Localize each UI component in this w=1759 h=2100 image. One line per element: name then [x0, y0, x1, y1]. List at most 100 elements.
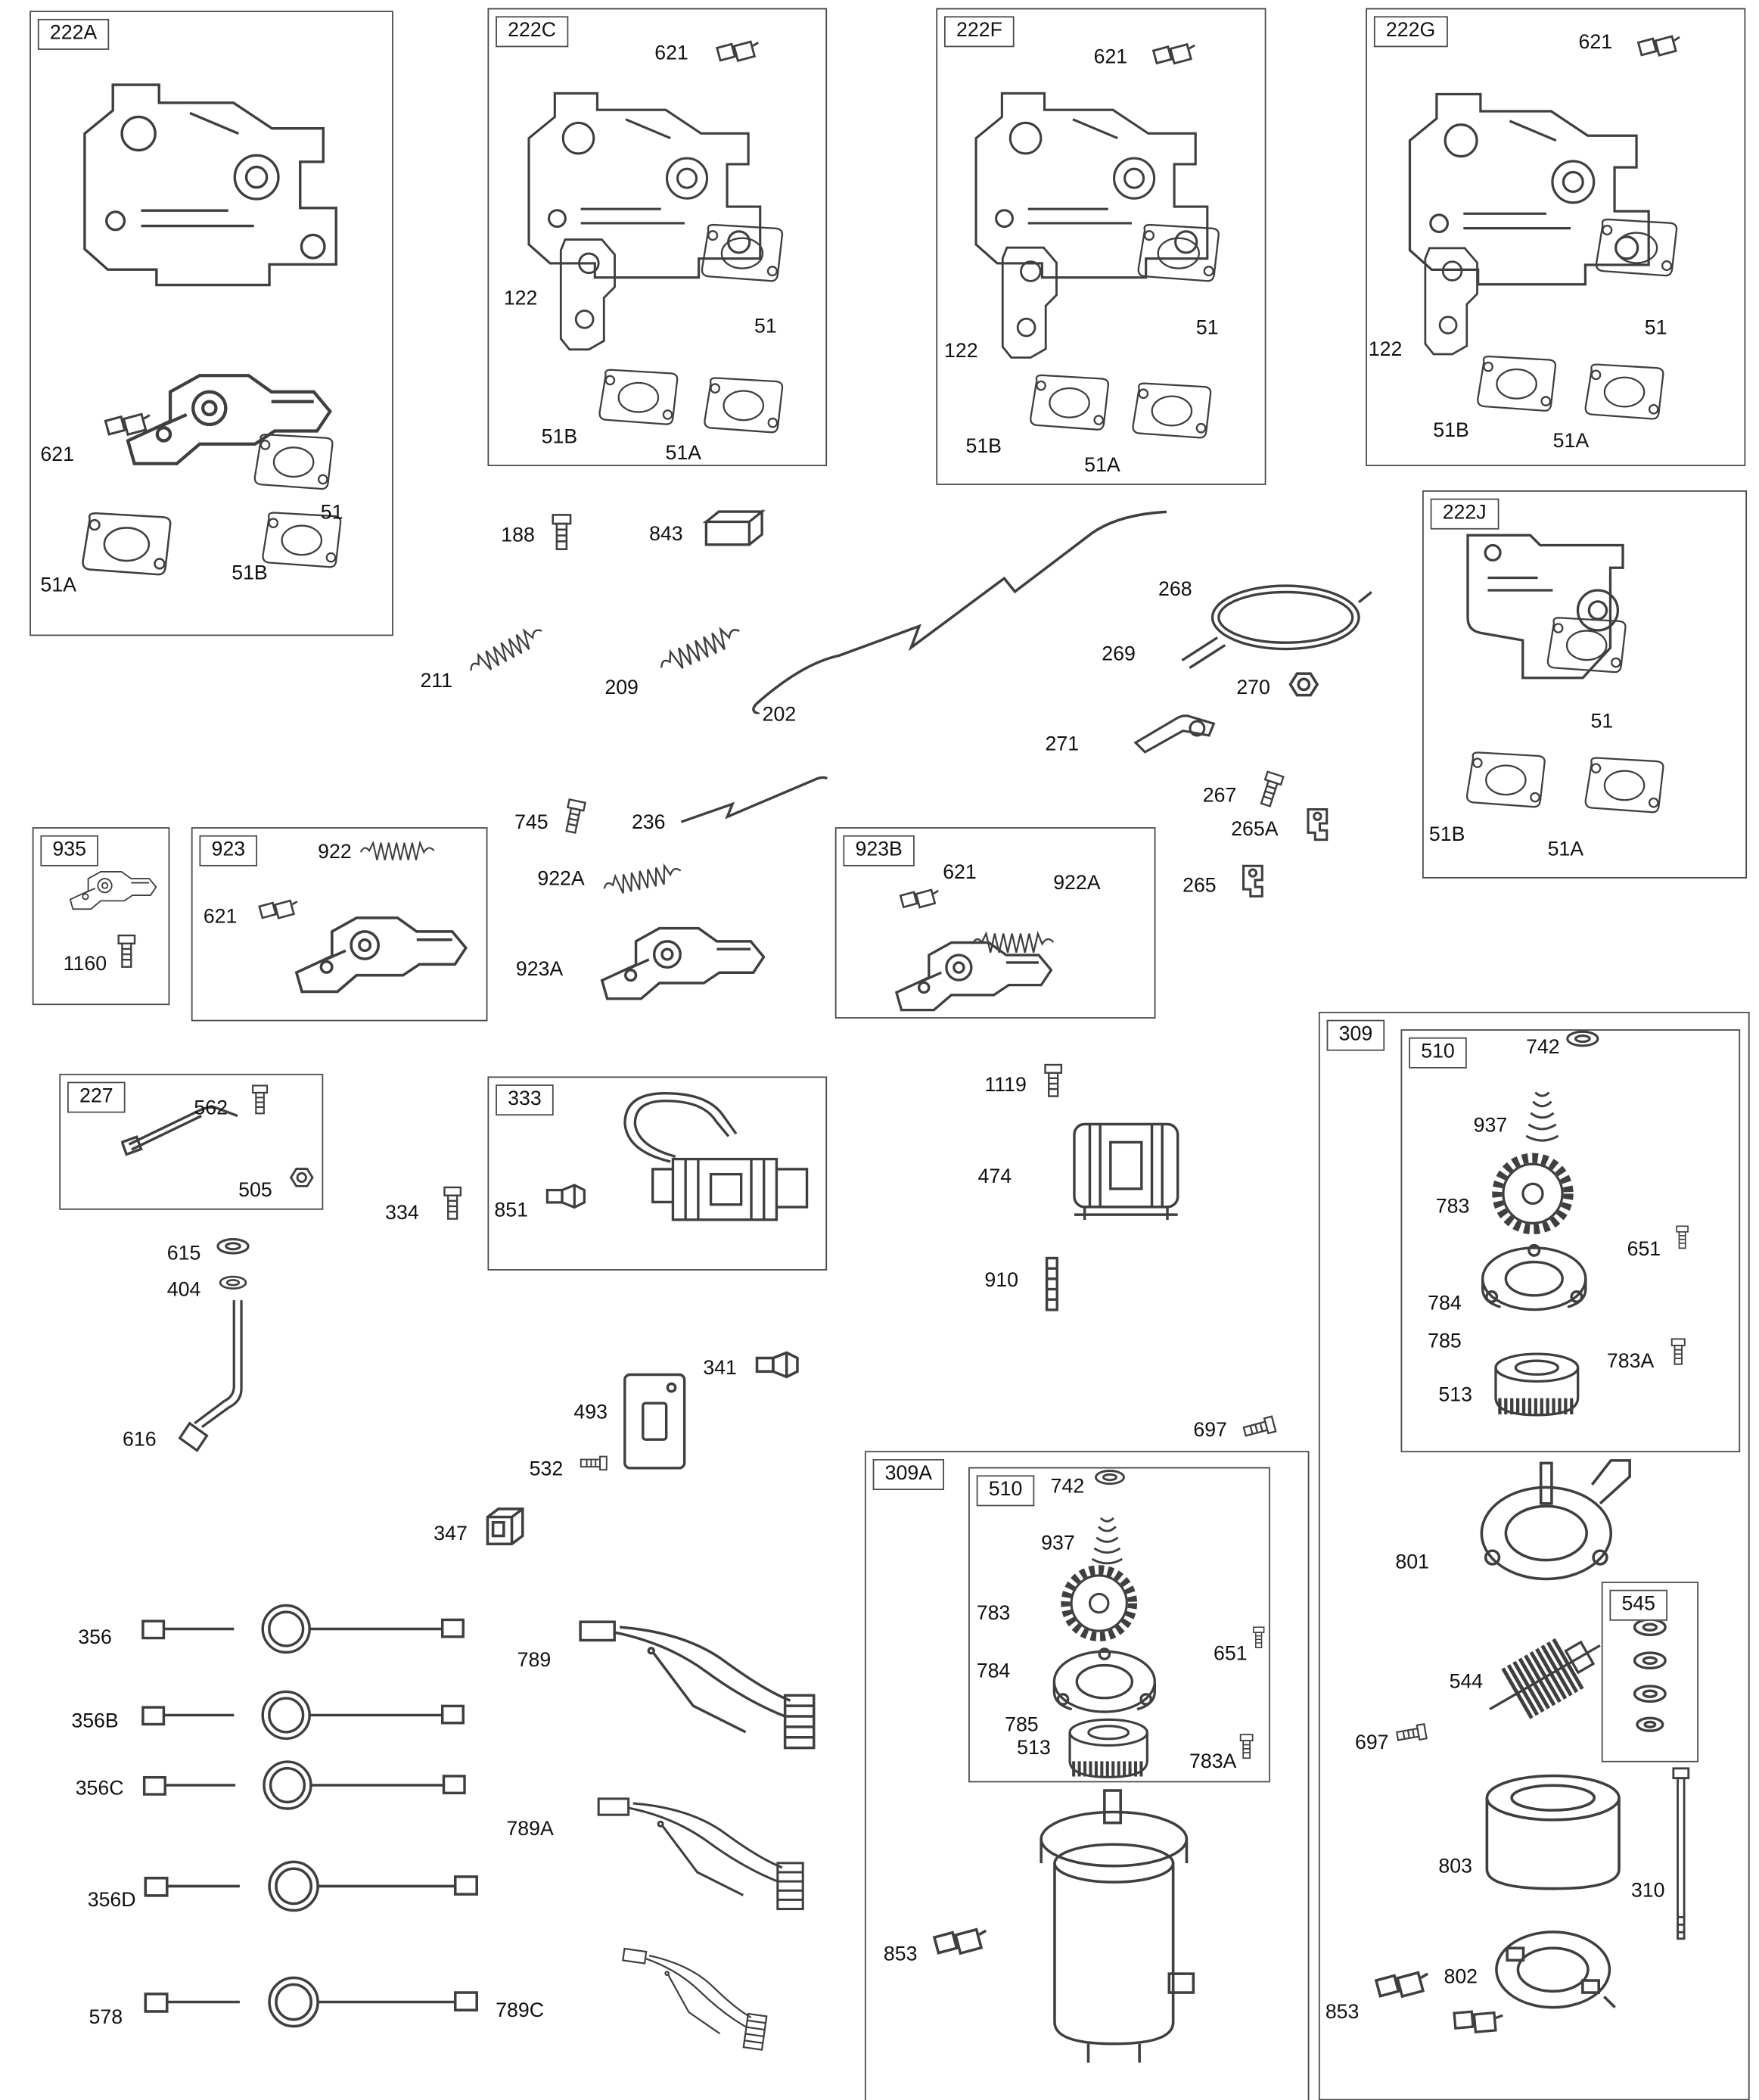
spring-211-icon — [460, 615, 552, 686]
part-label: 505 — [238, 1178, 272, 1202]
part-label: 51 — [1644, 316, 1667, 340]
part-label: 784 — [1428, 1292, 1462, 1315]
governor-assembly-923-drawing — [285, 873, 477, 1005]
gasket-51-drawing — [1543, 614, 1630, 677]
terminal-621-icon — [1635, 30, 1681, 62]
governor-link-202-drawing — [749, 501, 1175, 714]
nut-270-icon — [1288, 671, 1320, 698]
group-label-222A: 222A — [37, 18, 110, 50]
part-label: 122 — [1368, 338, 1403, 362]
part-label: 544 — [1449, 1670, 1484, 1694]
gasket-51B-drawing — [1462, 749, 1549, 811]
screw-697-icon — [1236, 1410, 1279, 1445]
gasket-51A-drawing — [1129, 380, 1215, 442]
group-label-309A: 309A — [872, 1459, 945, 1490]
part-label: 697 — [1193, 1418, 1227, 1442]
part-label: 51 — [754, 315, 777, 338]
part-label: 853 — [883, 1943, 918, 1966]
part-label: 122 — [943, 339, 978, 362]
gasket-51A-drawing — [1581, 361, 1667, 423]
part-label: 697 — [1354, 1731, 1389, 1754]
part-label: 268 — [1158, 577, 1192, 602]
group-box-510-lower — [968, 1467, 1270, 1783]
group-box-222J — [1422, 490, 1748, 879]
part-label: 269 — [1102, 642, 1136, 666]
spring-922A-icon — [970, 927, 1056, 960]
part-label: 937 — [1041, 1532, 1075, 1555]
part-label: 1119 — [984, 1073, 1027, 1097]
group-box-309A — [864, 1451, 1310, 2100]
part-label: 910 — [984, 1269, 1018, 1293]
group-label-222F: 222F — [943, 16, 1015, 47]
part-label: 784 — [976, 1660, 1011, 1683]
gear-783-drawing — [1490, 1150, 1576, 1237]
ignition-armature-474-drawing — [1061, 1113, 1191, 1227]
part-label: 783A — [1606, 1349, 1655, 1374]
part-label: 51 — [1195, 316, 1219, 340]
part-label: 851 — [494, 1199, 528, 1222]
fitting-341-icon — [754, 1347, 803, 1380]
part-label: 937 — [1473, 1114, 1508, 1137]
part-label: 513 — [1438, 1383, 1472, 1407]
group-box-227 — [59, 1073, 324, 1210]
part-label: 122 — [503, 287, 538, 310]
clip-265-icon — [1236, 860, 1271, 903]
standoff-910-icon — [1040, 1253, 1064, 1318]
group-box-545 — [1601, 1582, 1698, 1762]
spring-209-icon — [651, 614, 750, 686]
end-cap-802-drawing — [1487, 1921, 1618, 2018]
group-box-935 — [32, 827, 170, 1006]
part-label: 578 — [89, 2005, 123, 2030]
part-label: 51B — [965, 435, 1002, 459]
part-label: 785 — [1428, 1330, 1462, 1353]
screw-532-icon — [576, 1450, 609, 1477]
screw-783A-icon — [1667, 1336, 1689, 1369]
part-label: 621 — [40, 443, 74, 466]
gear-783-drawing — [1058, 1563, 1139, 1644]
part-label: 51A — [40, 574, 76, 597]
screw-1160-icon — [113, 932, 141, 972]
connector-853-icon — [929, 1921, 988, 1962]
washer-742-icon — [1094, 1469, 1127, 1486]
group-label-333: 333 — [496, 1084, 554, 1115]
choke-link-227-drawing — [121, 1091, 250, 1159]
part-label: 51A — [665, 441, 702, 465]
plate-122-drawing — [1417, 240, 1490, 359]
nut-505-icon — [288, 1167, 315, 1188]
group-label-923B: 923B — [843, 835, 915, 866]
part-label: 742 — [1526, 1036, 1560, 1059]
group-label-309: 309 — [1326, 1019, 1385, 1051]
harness-789C-drawing — [573, 1938, 848, 2070]
part-label: 616 — [123, 1428, 157, 1451]
part-label: 493 — [573, 1401, 608, 1424]
part-label: 51A — [1552, 429, 1590, 453]
part-label: 265 — [1183, 874, 1217, 898]
terminal-621-icon — [102, 407, 151, 442]
gasket-51B-drawing — [1027, 372, 1113, 434]
part-label: 789A — [506, 1817, 554, 1840]
part-label: 236 — [631, 810, 666, 835]
part-label: 562 — [194, 1097, 228, 1120]
part-label: 51A — [1547, 838, 1584, 861]
group-box-222A — [30, 11, 393, 636]
governor-assembly-923B-drawing — [881, 903, 1067, 1022]
washer-404-icon — [218, 1274, 247, 1290]
group-box-222G — [1366, 8, 1746, 466]
wire-356D-drawing — [143, 1849, 480, 1930]
connector-853-icon — [1371, 1965, 1430, 2005]
part-label: 789C — [496, 1999, 544, 2023]
group-label-510-lower: 510 — [976, 1475, 1035, 1506]
group-box-222F — [936, 8, 1266, 485]
part-label: 621 — [943, 860, 977, 884]
clutch-513-drawing — [1061, 1714, 1156, 1787]
wire-356B-drawing — [138, 1678, 469, 1756]
part-label: 51B — [232, 562, 268, 585]
gasket-51A-drawing — [78, 509, 175, 580]
cable-268-drawing — [1174, 571, 1376, 674]
part-label: 51B — [541, 425, 578, 449]
group-label-510-upper: 510 — [1409, 1037, 1467, 1069]
screw-562-icon — [248, 1083, 272, 1118]
group-box-222C — [487, 8, 828, 466]
clip-265A-icon — [1301, 803, 1336, 846]
